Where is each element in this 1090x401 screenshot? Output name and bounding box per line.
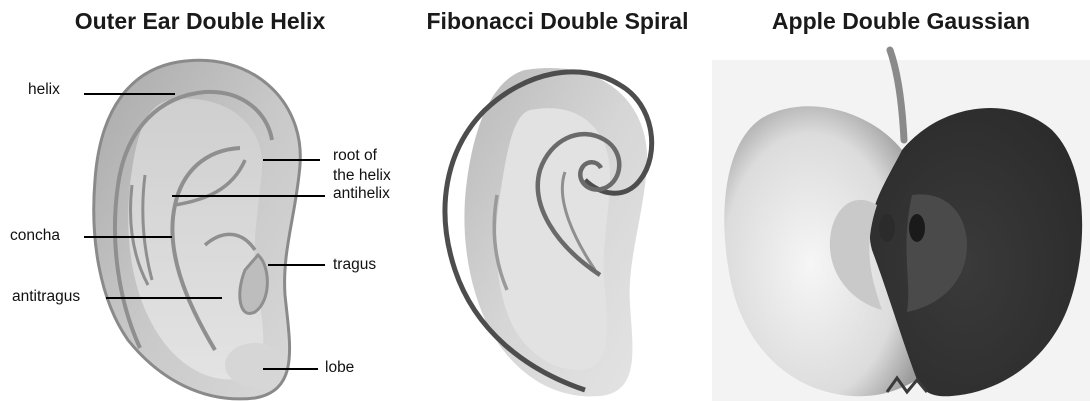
label-antihelix: antihelix: [333, 185, 390, 203]
apple-diagram: [712, 0, 1090, 401]
label-helix: helix: [28, 81, 60, 99]
label-lobe: lobe: [325, 359, 354, 377]
label-root-of-helix-line1: root of: [333, 147, 377, 165]
apple-gaussian-panel: Apple Double Gaussian: [712, 0, 1090, 401]
apple-seed-left: [879, 214, 895, 242]
lobe-shading: [225, 343, 285, 387]
apple-seed-right: [909, 214, 925, 242]
label-tragus: tragus: [333, 256, 376, 274]
fibonacci-spiral-diagram: [405, 0, 710, 401]
fibonacci-spiral-panel: Fibonacci Double Spiral: [405, 0, 710, 401]
outer-ear-panel: Outer Ear Double Helix: [0, 0, 410, 401]
label-root-of-helix-line2: the helix: [333, 167, 391, 185]
label-antitragus: antitragus: [12, 288, 80, 306]
label-concha: concha: [10, 227, 60, 245]
